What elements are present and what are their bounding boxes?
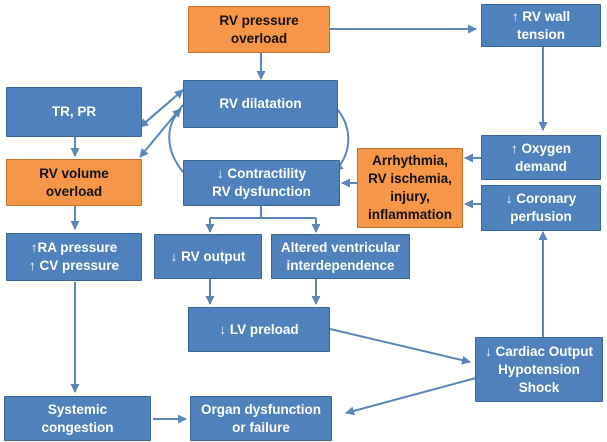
arrow-contractility-to-dilatation-curve	[168, 108, 184, 173]
rv-volume-overload-line-1: RV volume	[39, 165, 109, 181]
rv-pressure-overload-line-2: overload	[230, 30, 288, 46]
coronary-perfusion-line-1: ↓ Coronary	[505, 191, 577, 206]
rv-dilatation-box: RV dilatation	[183, 80, 338, 128]
cardiac-output-line-1: ↓ Cardiac Output	[484, 343, 593, 359]
cardiac-output-line-3: Shock	[518, 379, 560, 395]
organ-dysfunction-line-2: or failure	[232, 419, 290, 435]
coronary-perfusion-box: ↓ Coronary perfusion	[481, 185, 601, 231]
cardiac-output-line-2: Hypotension	[498, 361, 580, 377]
tr-pr-line-1: TR, PR	[51, 104, 97, 119]
arrhythmia-ischemia-box: Arrhythmia, RV ischemia, injury, inflamm…	[357, 148, 463, 228]
rv-wall-tension-line-2: tension	[516, 26, 565, 42]
rv-volume-overload-box: RV volume overload	[6, 159, 142, 206]
arrow-lv-preload-to-cardiac-output	[329, 328, 471, 365]
rv-dilatation-line-1: RV dilatation	[219, 96, 302, 111]
arrow-cardiac-output-to-organ	[345, 377, 477, 416]
arrow-dilatation-to-contractility-curve	[332, 104, 350, 172]
ventricular-interdependence-line-2: interdependence	[286, 257, 395, 273]
systemic-congestion-line-2: congestion	[41, 419, 114, 435]
ventricular-interdependence-line-1: Altered ventricular	[280, 239, 401, 255]
organ-dysfunction-line-1: Organ dysfunction	[200, 401, 321, 417]
rv-output-box: ↓ RV output	[154, 234, 262, 279]
rv-output-line-1: ↓ RV output	[170, 248, 246, 264]
ra-cv-pressure-box: ↑RA pressure ↑ CV pressure	[6, 233, 142, 281]
ra-cv-pressure-line-1: ↑RA pressure	[30, 240, 118, 255]
rv-wall-tension-line-1: ↑ RV wall	[511, 8, 571, 24]
rv-wall-tension-box: ↑ RV wall tension	[481, 4, 601, 47]
lv-preload-line-1: ↓ LV preload	[219, 321, 299, 337]
coronary-perfusion-line-2: perfusion	[510, 209, 572, 224]
cardiac-output-box: ↓ Cardiac Output Hypotension Shock	[475, 337, 603, 402]
arrow-dilatation-to-trpr	[139, 89, 184, 128]
oxygen-demand-line-1: ↑ Oxygen	[510, 140, 572, 156]
arrhythmia-line-2: RV ischemia,	[368, 171, 452, 186]
organ-dysfunction-box: Organ dysfunction or failure	[190, 396, 332, 441]
systemic-congestion-line-1: Systemic	[47, 401, 108, 417]
arrhythmia-line-4: inflammation	[367, 207, 452, 222]
arrhythmia-line-1: Arrhythmia,	[372, 153, 448, 168]
contractility-line-1: ↓ Contractility	[216, 166, 307, 181]
rv-volume-overload-line-2: overload	[45, 183, 103, 199]
ventricular-interdependence-box: Altered ventricular interdependence	[271, 234, 410, 279]
oxygen-demand-line-2: demand	[515, 158, 567, 174]
contractility-line-2: RV dysfunction	[212, 184, 311, 199]
tr-pr-box: TR, PR	[6, 87, 142, 137]
oxygen-demand-box: ↑ Oxygen demand	[481, 135, 601, 180]
ra-cv-pressure-line-2: ↑ CV pressure	[28, 258, 120, 273]
systemic-congestion-box: Systemic congestion	[4, 396, 151, 441]
rv-pressure-overload-box: RV pressure overload	[188, 6, 330, 53]
arrhythmia-line-3: injury,	[390, 189, 430, 204]
contractility-box: ↓ Contractility RV dysfunction	[183, 160, 340, 206]
rv-pressure-overload-line-1: RV pressure	[219, 12, 299, 28]
lv-preload-box: ↓ LV preload	[188, 307, 330, 352]
